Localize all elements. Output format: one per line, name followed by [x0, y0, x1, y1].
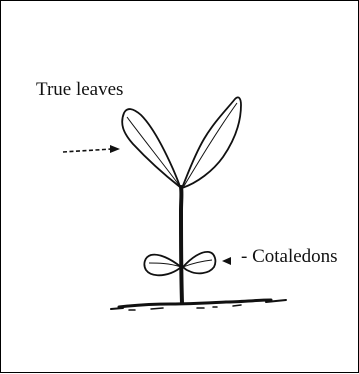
left-true-leaf — [121, 108, 182, 190]
cotyledons-pointer-arrow — [222, 257, 231, 265]
right-true-leaf — [180, 96, 242, 190]
true-leaves-label: True leaves — [36, 79, 124, 100]
true-leaves-pointer-arrow — [62, 145, 120, 153]
right-cotyledon — [181, 251, 217, 275]
left-cotyledon — [143, 253, 183, 277]
cotyledons-label: - Cotaledons — [241, 246, 338, 267]
soil-line — [110, 298, 287, 311]
stem — [178, 185, 184, 305]
